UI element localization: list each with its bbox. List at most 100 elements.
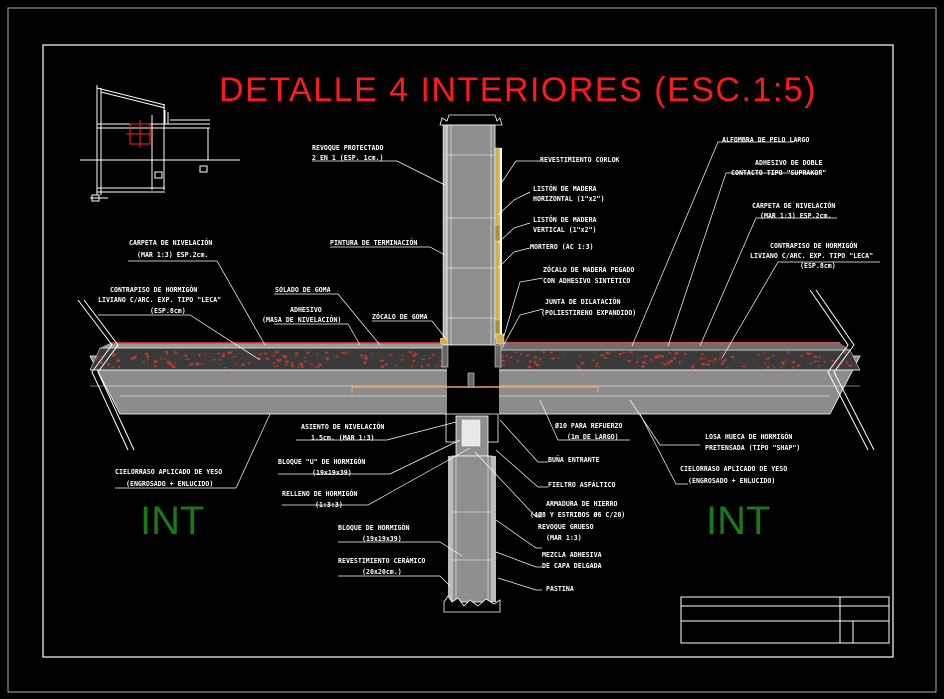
aggregate-speckle (164, 358, 167, 360)
aggregate-speckle (808, 363, 813, 365)
aggregate-speckle (306, 351, 310, 354)
aggregate-speckle (110, 366, 114, 368)
aggregate-speckle (130, 357, 134, 360)
aggregate-speckle (848, 364, 852, 367)
aggregate-speckle (516, 360, 519, 363)
label-fieltro-asfaltico: FIELTRO ASFÁLTICO (548, 480, 616, 489)
aggregate-speckle (539, 357, 541, 361)
label-revestimiento-ceramico: REVESTIMIENTO CERÁMICO (338, 556, 425, 565)
aggregate-speckle (216, 352, 220, 355)
aggregate-speckle (666, 361, 670, 365)
aggregate-speckle (501, 355, 505, 358)
aggregate-speckle (218, 358, 221, 361)
aggregate-speckle (429, 357, 432, 359)
aggregate-speckle (276, 358, 278, 361)
aggregate-speckle (763, 352, 765, 355)
label-junta-poliestireno: (POLIESTIRENO EXPANDIDO) (541, 309, 636, 317)
aggregate-speckle (96, 355, 99, 359)
aggregate-speckle (784, 359, 787, 362)
aggregate-speckle (650, 358, 653, 362)
aggregate-speckle (629, 351, 631, 354)
aggregate-speckle (618, 353, 622, 356)
aggregate-speckle (363, 361, 367, 364)
aggregate-speckle (190, 363, 195, 365)
aggregate-speckle (389, 354, 393, 356)
aggregate-speckle (831, 359, 835, 362)
aggregate-speckle (198, 353, 201, 356)
label-revoque-grueso-dosif: (MAR 1:3) (546, 534, 582, 542)
aggregate-speckle (309, 363, 314, 366)
aggregate-speckle (703, 357, 706, 360)
aggregate-speckle (400, 359, 404, 361)
aggregate-speckle (845, 361, 848, 364)
aggregate-speckle (112, 354, 116, 357)
aggregate-speckle (298, 362, 303, 366)
aggregate-speckle (501, 359, 506, 362)
aggregate-speckle (185, 358, 190, 360)
aggregate-speckle (380, 365, 385, 369)
aggregate-speckle (384, 363, 388, 366)
aggregate-speckle (501, 364, 506, 366)
label-hierro-largo: (1m DE LARGO) (567, 433, 619, 441)
aggregate-speckle (94, 358, 98, 361)
room-label-right: INT (706, 499, 770, 543)
aggregate-speckle (265, 357, 270, 360)
aggregate-speckle (223, 352, 225, 354)
label-junta-dilatacion: JUNTA DE DILATACIÓN (545, 297, 620, 306)
label-zocalo-madera-adhesivo: CON ADHESIVO SINTÉTICO (543, 276, 630, 285)
label-liston-vertical-size: VERTICAL (1"x2") (533, 226, 597, 234)
aggregate-speckle (598, 365, 601, 368)
aggregate-speckle (294, 355, 299, 357)
aggregate-speckle (274, 350, 280, 354)
aggregate-speckle (364, 354, 367, 358)
aggregate-speckle (533, 360, 537, 364)
aggregate-speckle (142, 361, 145, 363)
aggregate-speckle (195, 364, 199, 366)
aggregate-speckle (200, 363, 204, 365)
label-bloque-u: BLOQUE "U" DE HORMIGÓN (278, 457, 365, 466)
aggregate-speckle (678, 360, 681, 364)
aggregate-speckle (401, 355, 405, 357)
aggregate-speckle (766, 365, 770, 369)
aggregate-speckle (285, 363, 288, 366)
aggregate-speckle (100, 361, 103, 365)
aggregate-speckle (421, 358, 426, 361)
label-zocalo-madera: ZÓCALO DE MADERA PEGADO (543, 265, 634, 274)
aggregate-speckle (773, 367, 776, 369)
aggregate-speckle (599, 354, 605, 357)
aggregate-speckle (627, 359, 632, 362)
aggregate-speckle (343, 352, 347, 355)
label-cielorraso-derecha: CIELORRASO APLICADO DE YESO (680, 465, 787, 473)
label-liston-horizontal-size: HORIZONTAL (1"x2") (533, 195, 604, 203)
aggregate-speckle (527, 365, 532, 369)
aggregate-speckle (315, 366, 320, 368)
aggregate-speckle (223, 367, 227, 369)
aggregate-speckle (674, 352, 679, 355)
aggregate-speckle (213, 358, 216, 361)
aggregate-speckle (691, 366, 694, 369)
aggregate-speckle (273, 361, 276, 364)
aggregate-speckle (594, 352, 597, 355)
aggregate-speckle (412, 359, 416, 362)
hollow-core-slab-left (89, 355, 447, 415)
aggregate-speckle (604, 351, 609, 355)
label-asiento-nivelacion: ASIENTO DE NIVELACIÓN (301, 422, 384, 431)
floor-right (499, 341, 861, 415)
label-asiento-espesor: 1.5cm. (MAR 1:3) (311, 434, 375, 442)
label-adhesivo-doble-tipo: CONTACTO TIPO "SUPRAKOR" (731, 169, 826, 177)
label-carpeta-derecha: CARPETA DE NIVELACIÓN (752, 201, 835, 210)
aggregate-speckle (672, 357, 677, 360)
aggregate-speckle (285, 355, 287, 357)
aggregate-speckle (528, 360, 532, 363)
label-solado-goma: SOLADO DE GOMA (275, 286, 331, 294)
aggregate-speckle (635, 360, 638, 364)
label-mortero: MORTERO (AC 1:3) (530, 243, 594, 251)
aggregate-speckle (247, 362, 250, 365)
aggregate-speckle (116, 359, 121, 363)
aggregate-speckle (160, 357, 163, 360)
leader-lines (98, 141, 880, 591)
label-contrapiso-derecha-esp: (ESP.8cm) (800, 262, 836, 270)
aggregate-speckle (235, 363, 237, 365)
aggregate-speckle (564, 353, 567, 356)
aggregate-speckle (394, 364, 397, 367)
